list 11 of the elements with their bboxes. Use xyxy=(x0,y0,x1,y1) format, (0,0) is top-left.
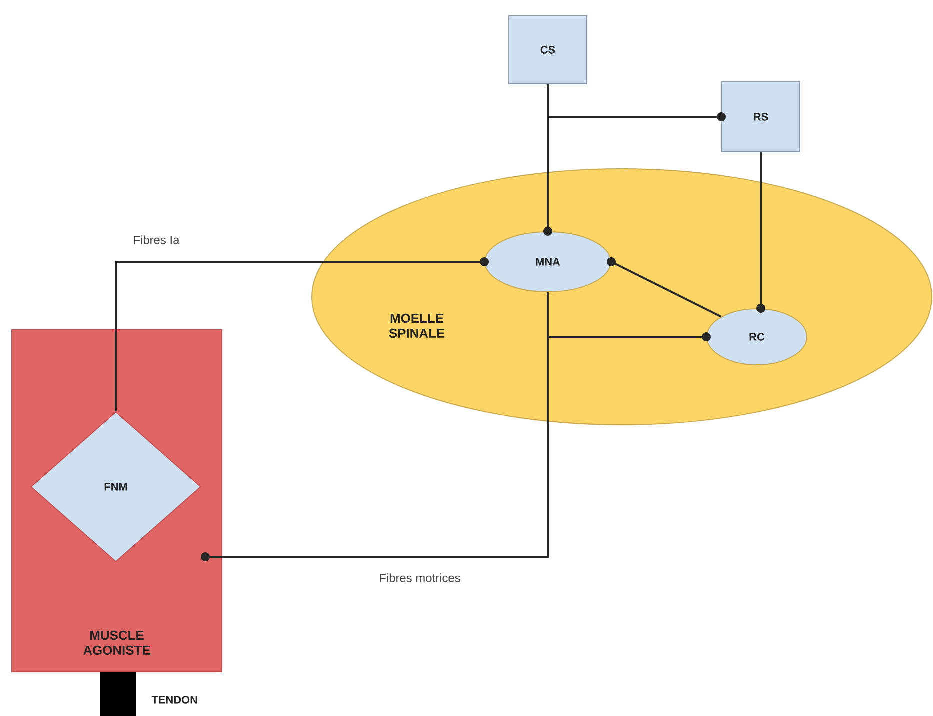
connector xyxy=(547,84,726,122)
connector xyxy=(115,258,489,412)
connector xyxy=(201,292,549,562)
connector xyxy=(756,152,766,313)
edge-label: Fibres Ia xyxy=(132,234,181,246)
tendon-bar xyxy=(100,672,136,716)
tendon-label: TENDON xyxy=(152,696,198,704)
neuron-box: CS xyxy=(508,16,588,84)
neuron-box: RS xyxy=(722,82,800,152)
connector xyxy=(607,258,722,318)
edge-label: Fibres motrices xyxy=(378,572,462,584)
